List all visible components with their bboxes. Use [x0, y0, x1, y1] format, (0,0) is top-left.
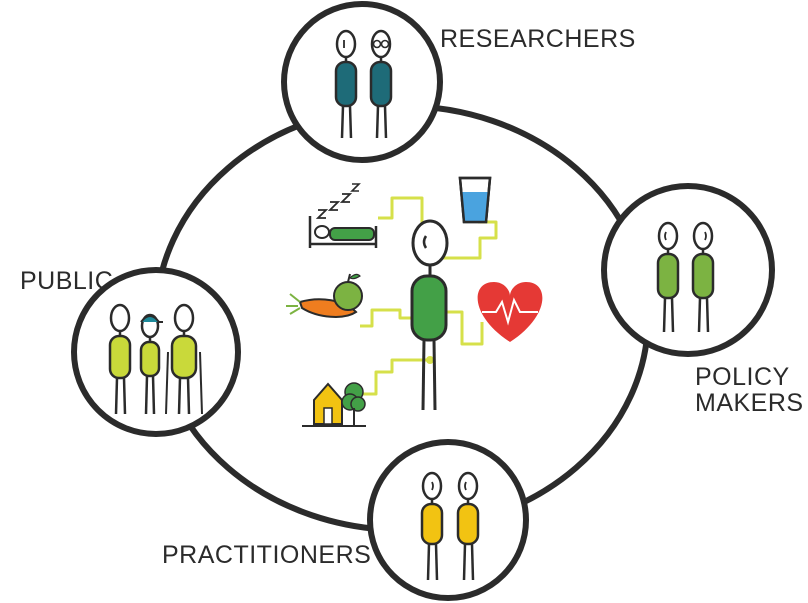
- policy-makers-label-line1: POLICY: [695, 363, 790, 391]
- policy-makers-label-line2: MAKERS: [695, 389, 804, 417]
- practitioners-label: PRACTITIONERS: [162, 541, 372, 569]
- water-glass-icon: [458, 176, 492, 224]
- researchers-label: RESEARCHERS: [440, 25, 636, 53]
- house-tree-icon: [302, 382, 366, 427]
- center-person: [410, 219, 449, 411]
- heart-rate-icon: [477, 282, 543, 342]
- food-icon: [286, 273, 363, 318]
- policy-maker-figure: [656, 221, 680, 333]
- public-figure: [108, 303, 132, 415]
- connector-lines: [356, 196, 498, 396]
- policy-maker-figure: [691, 221, 715, 333]
- public-group: [71, 267, 241, 437]
- public-label: PUBLIC: [20, 267, 114, 295]
- sleep-icon: [308, 183, 378, 248]
- public-figure-cap: [139, 313, 163, 415]
- researcher-figure-glasses: [369, 29, 393, 139]
- practitioners-group: [367, 439, 529, 601]
- researchers-group: [281, 1, 443, 163]
- policy-makers-label: POLICY MAKERS: [695, 364, 804, 416]
- policy-makers-group: [601, 183, 775, 357]
- practitioner-figure: [420, 471, 444, 581]
- researcher-figure: [334, 29, 358, 139]
- public-figure-crutches: [165, 303, 203, 415]
- practitioner-figure: [456, 471, 480, 581]
